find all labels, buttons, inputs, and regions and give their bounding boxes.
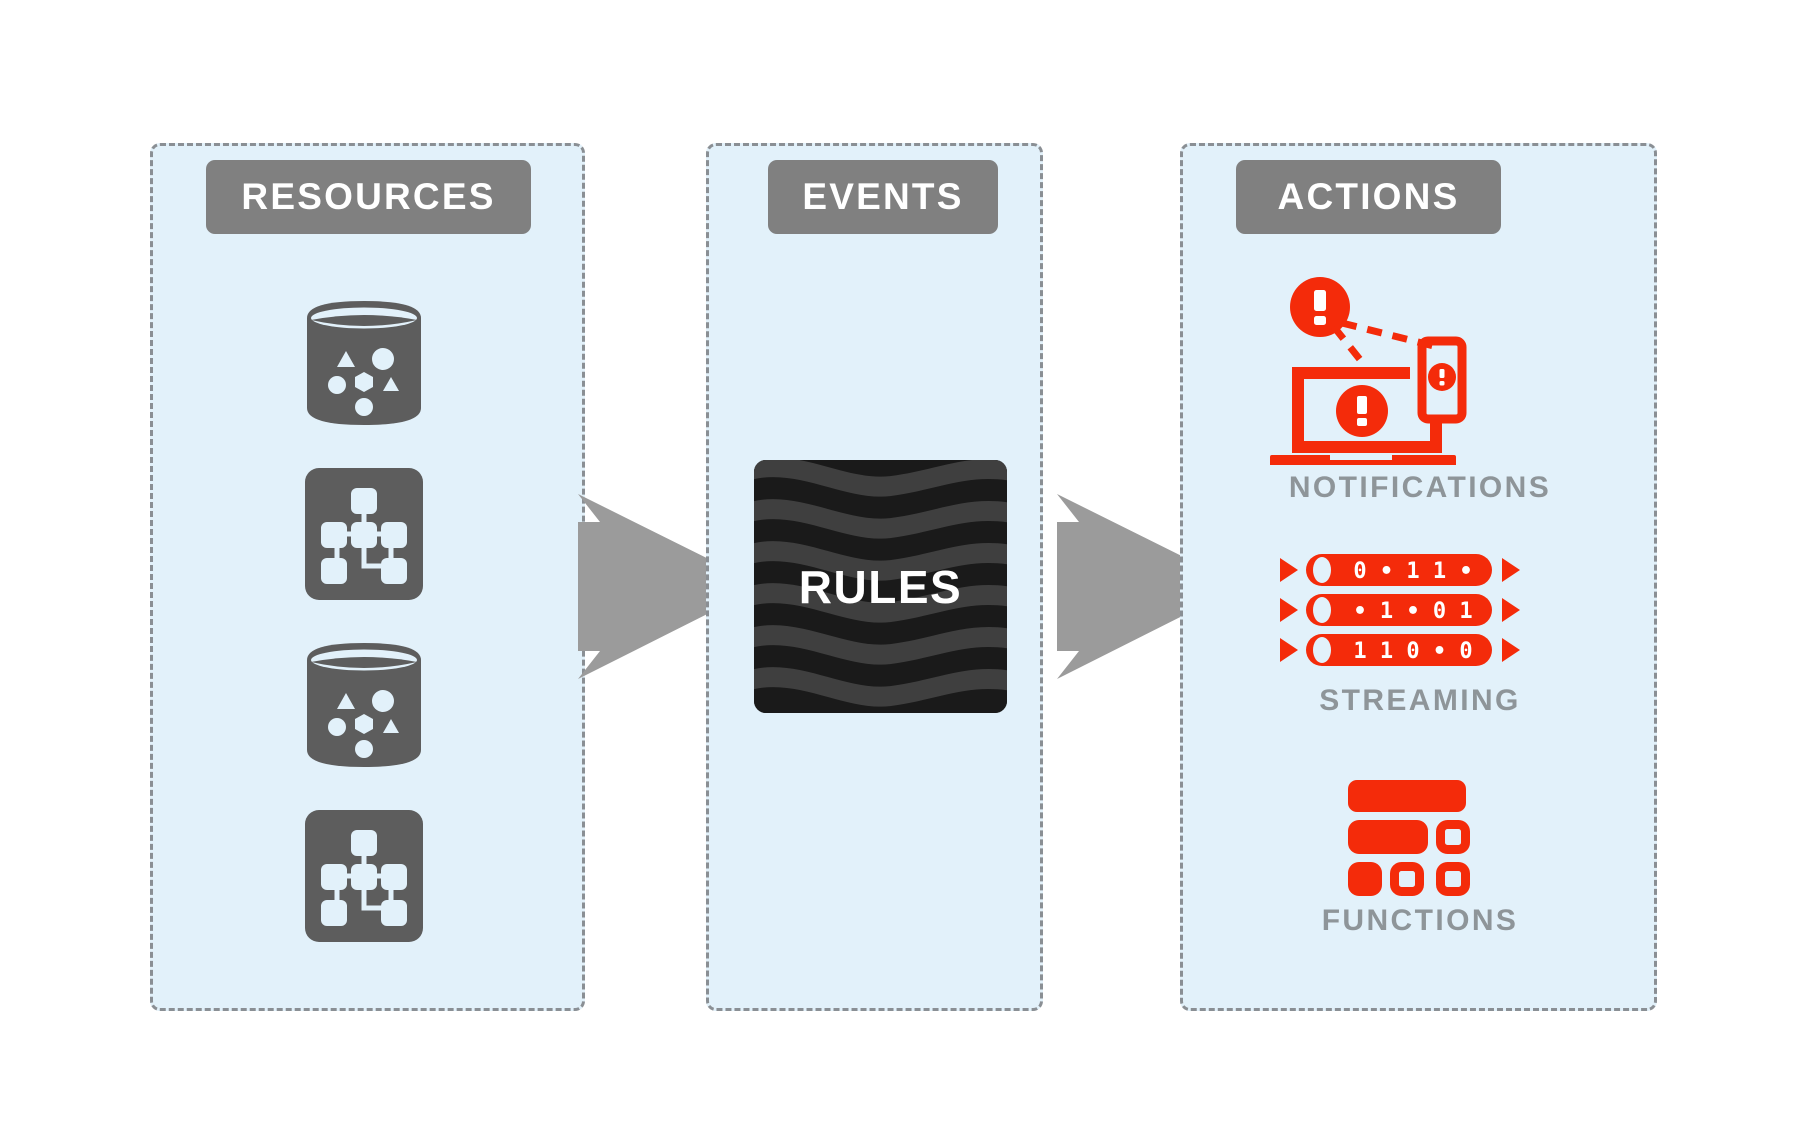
functions-blocks-icon	[1240, 778, 1600, 898]
action-label-notifications: NOTIFICATIONS	[1288, 471, 1552, 504]
streaming-binary-icon: 0 • 1 1 • • 1 • 0 1 1 1 0 • 0	[1240, 548, 1600, 678]
network-topology-icon	[303, 466, 425, 602]
network-topology-icon	[303, 808, 425, 944]
notification-alert-icon	[1240, 275, 1600, 465]
database-icon	[303, 298, 425, 428]
action-item-notifications: NOTIFICATIONS	[1240, 275, 1600, 505]
action-label-streaming: STREAMING	[1319, 684, 1521, 717]
panel-header-resources: RESOURCES	[206, 160, 531, 234]
streaming-row-2: • 1 • 0 1	[1353, 599, 1472, 624]
action-item-functions: FUNCTIONS	[1240, 778, 1600, 938]
database-icon	[303, 640, 425, 770]
action-item-streaming: 0 • 1 1 • • 1 • 0 1 1 1 0 • 0 STREAMING	[1240, 548, 1600, 718]
streaming-row-1: 0 • 1 1 •	[1353, 559, 1472, 584]
action-label-functions: FUNCTIONS	[1321, 904, 1519, 937]
flow-arrow-resources-to-events	[578, 494, 763, 679]
wave-pattern-tile	[754, 460, 1007, 713]
streaming-row-3: 1 1 0 • 0	[1353, 639, 1472, 664]
flow-arrow-events-to-actions	[1057, 494, 1242, 679]
panel-header-events: EVENTS	[768, 160, 998, 234]
panel-header-actions: ACTIONS	[1236, 160, 1501, 234]
